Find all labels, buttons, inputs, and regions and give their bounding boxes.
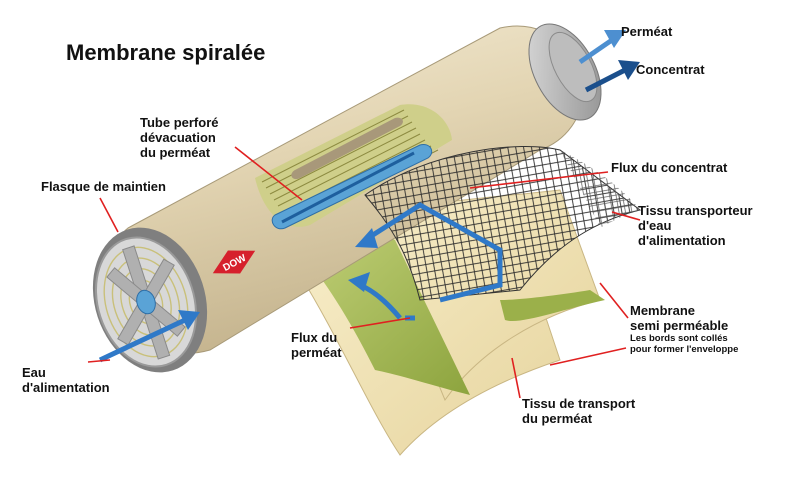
concentrate-flow-arrow	[363, 202, 503, 303]
label-tube-line-2: dévacuation	[140, 130, 216, 145]
concentrate-arrowhead	[355, 228, 378, 248]
label-tissu-eau-line-3: d'alimentation	[638, 233, 726, 248]
label-flux-concentrat: Flux du concentrat	[611, 160, 728, 175]
feed-spacer-mesh	[364, 146, 642, 301]
label-flux-permeat-line-1: Flux du	[291, 330, 338, 345]
label-membrane-line-2: semi perméable	[630, 318, 729, 333]
label-tissu-eau: Tissu transporteur d'eau d'alimentation	[638, 203, 753, 248]
diagram-title: Membrane spiralée	[66, 40, 266, 65]
label-eau-line-1: Eau	[22, 365, 46, 380]
label-membrane-note-2: pour former l'enveloppe	[630, 344, 739, 355]
label-membrane-line-1: Membrane	[630, 303, 696, 318]
label-eau: Eau d'alimentation	[22, 365, 110, 395]
label-tissu-permeat: Tissu de transport du perméat	[522, 396, 635, 426]
label-flux-permeat: Flux du perméat	[291, 330, 342, 360]
label-tube: Tube perforé dévacuation du perméat	[140, 115, 219, 160]
label-membrane-note-1: Les bords sont collés	[630, 333, 728, 344]
permeate-outlet-arrow	[578, 37, 614, 65]
label-eau-line-2: d'alimentation	[22, 380, 110, 395]
feed-spacer-tail	[560, 150, 640, 228]
end-cap-hub	[136, 289, 156, 315]
label-flasque: Flasque de maintien	[41, 179, 166, 194]
tube-arrow	[281, 151, 415, 224]
callout-lines	[87, 146, 641, 399]
label-tissu-eau-line-1: Tissu transporteur	[638, 203, 753, 218]
feed-inlet-arrow	[98, 317, 187, 363]
label-tissu-eau-line-2: d'eau	[638, 218, 672, 233]
feed-inlet-head	[178, 310, 200, 330]
label-tissu-permeat-line-2: du perméat	[522, 411, 593, 426]
concentrate-outlet-head	[618, 60, 640, 80]
label-membrane: Membrane semi perméable Les bords sont c…	[630, 303, 738, 355]
housing-slot	[291, 117, 403, 180]
label-concentrat: Concentrat	[636, 62, 705, 77]
label-tube-line-3: du perméat	[140, 145, 211, 160]
label-tube-line-1: Tube perforé	[140, 115, 219, 130]
permeate-arrowhead	[348, 272, 370, 292]
dow-logo: DOW	[212, 250, 256, 274]
green-layer-edge	[500, 290, 605, 321]
label-permeat: Perméat	[621, 24, 673, 39]
label-tissu-permeat-line-1: Tissu de transport	[522, 396, 636, 411]
concentrate-outlet-arrow	[584, 67, 627, 93]
permeate-outlet-head	[604, 30, 626, 48]
label-flux-permeat-line-2: perméat	[291, 345, 342, 360]
